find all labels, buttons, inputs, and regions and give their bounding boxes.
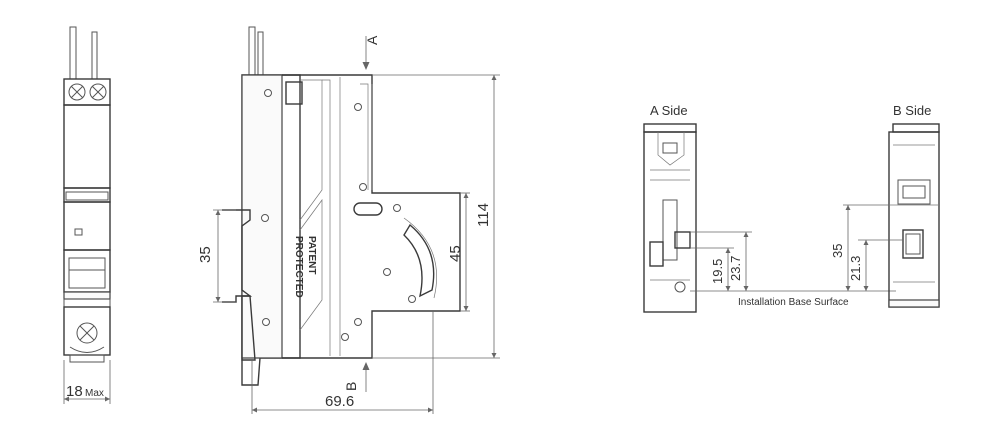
dim-45: 45 bbox=[447, 245, 464, 262]
patent-label: PROTECTED bbox=[293, 236, 304, 298]
b-side-title: B Side bbox=[893, 103, 931, 118]
dim-21-3: 21.3 bbox=[848, 256, 863, 281]
a-side-view: A Side 19.5 23.7 Installation Base Surfa… bbox=[643, 103, 896, 313]
installation-base-label: Installation Base Surface bbox=[738, 297, 849, 308]
dim-35-b: 35 bbox=[830, 244, 845, 258]
b-side-view: B Side 35 21.3 bbox=[830, 103, 940, 308]
section-a-label: A bbox=[364, 35, 380, 45]
dim-114: 114 bbox=[475, 203, 492, 227]
dim-width-value: 18 bbox=[66, 383, 83, 400]
dim-23-7: 23.7 bbox=[728, 256, 743, 281]
dim-19-5: 19.5 bbox=[710, 259, 725, 284]
indicator-window bbox=[74, 228, 83, 236]
dim-69-6: 69.6 bbox=[325, 393, 354, 410]
patent-label: PATENT bbox=[306, 236, 317, 275]
front-view: 18 Max bbox=[63, 26, 111, 404]
dim-width-suffix: Max bbox=[85, 388, 104, 399]
section-b-label: B bbox=[343, 382, 359, 391]
dim-35-side: 35 bbox=[197, 246, 214, 263]
a-side-title: A Side bbox=[650, 103, 688, 118]
side-view: PATENT PROTECTED A B bbox=[197, 26, 500, 414]
